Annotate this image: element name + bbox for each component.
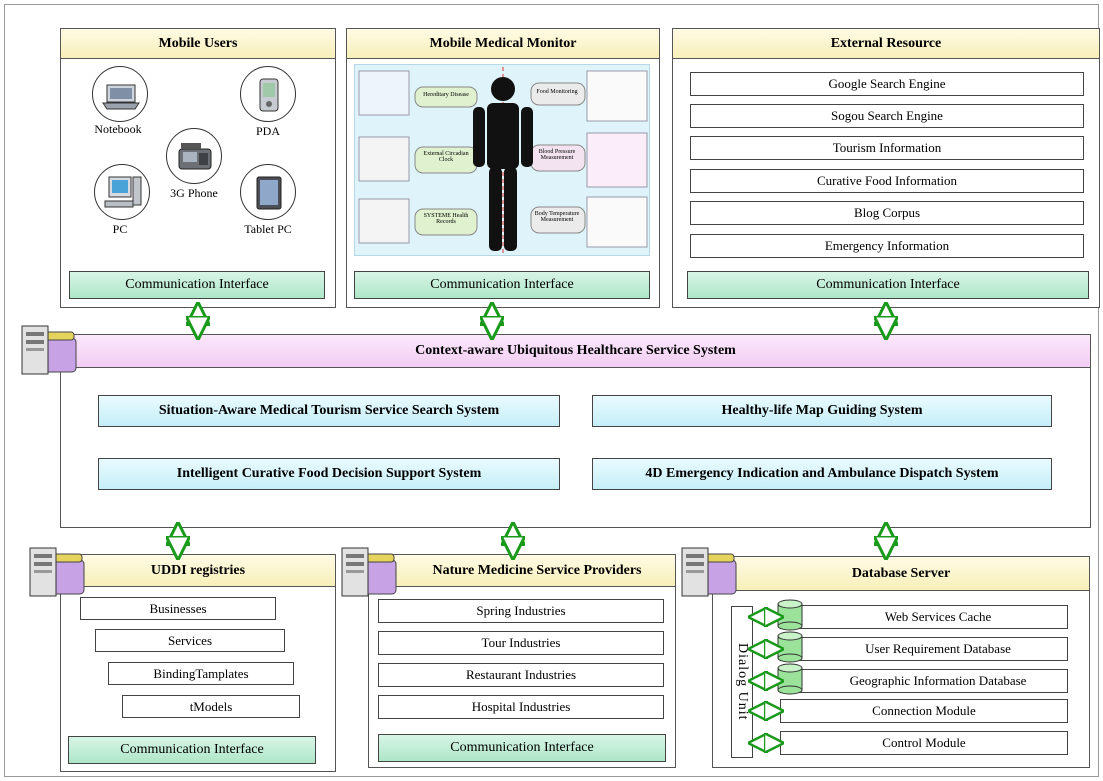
mobile-users-title: Mobile Users [61, 29, 335, 59]
uddi-comm-interface: Communication Interface [68, 736, 316, 764]
panel-label-circadian: External Circadian Clock [423, 151, 469, 163]
external-item: Tourism Information [690, 136, 1084, 160]
server-icon [341, 547, 397, 597]
subsystem-map-guiding: Healthy-life Map Guiding System [592, 395, 1052, 427]
nature-medicine-title: Nature Medicine Service Providers [369, 555, 675, 587]
uddi-item: tModels [122, 695, 300, 718]
db-item: Geographic Information Database [780, 669, 1068, 693]
external-item: Sogou Search Engine [690, 104, 1084, 128]
nature-medicine-comm-interface: Communication Interface [378, 734, 666, 762]
external-item: Emergency Information [690, 234, 1084, 258]
external-resource-comm-interface: Communication Interface [687, 271, 1089, 299]
dialog-unit: Dialog Unit [731, 606, 753, 758]
medical-monitor-title: Mobile Medical Monitor [347, 29, 659, 59]
panel-label-body-temperature: Body Temperature Measurement [534, 211, 580, 223]
external-item: Curative Food Information [690, 169, 1084, 193]
database-server-title: Database Server [713, 557, 1089, 591]
device-label-notebook: Notebook [94, 122, 142, 136]
panel-label-hereditary: Hereditary Disease [423, 92, 469, 98]
device-label-3g-phone: 3G Phone [170, 186, 218, 200]
3g-phone-icon [166, 128, 222, 184]
diagram-border [4, 4, 1099, 777]
external-item: Blog Corpus [690, 201, 1084, 225]
panel-label-health-records: SYSTEME Health Records [423, 213, 469, 225]
database-icon [777, 663, 803, 695]
dialog-unit-label: Dialog Unit [735, 643, 750, 721]
notebook-icon [92, 66, 148, 122]
nature-item: Spring Industries [378, 599, 664, 623]
uddi-item: Services [95, 629, 285, 652]
subsystem-medical-tourism: Situation-Aware Medical Tourism Service … [98, 395, 560, 427]
uddi-title: UDDI registries [61, 555, 335, 587]
medical-monitor-comm-interface: Communication Interface [354, 271, 650, 299]
server-icon [21, 325, 77, 375]
nature-item: Hospital Industries [378, 695, 664, 719]
pda-icon [240, 66, 296, 122]
db-item: Connection Module [780, 699, 1068, 723]
mobile-users-comm-interface: Communication Interface [69, 271, 325, 299]
device-label-pda: PDA [255, 124, 280, 138]
database-icon [777, 631, 803, 663]
uddi-item: Businesses [80, 597, 276, 620]
nature-item: Restaurant Industries [378, 663, 664, 687]
nature-medicine-box: Nature Medicine Service Providers [368, 554, 676, 768]
panel-label-blood-pressure: Blood Pressure Measurement [538, 149, 576, 161]
external-item: Google Search Engine [690, 72, 1084, 96]
device-label-pc: PC [112, 222, 128, 236]
core-system-title: Context-aware Ubiquitous Healthcare Serv… [60, 334, 1091, 368]
server-icon [29, 547, 85, 597]
device-label-tablet-pc: Tablet PC [244, 222, 292, 236]
database-icon [777, 599, 803, 631]
external-resource-title: External Resource [673, 29, 1099, 59]
tablet-pc-icon [240, 164, 296, 220]
pc-icon [94, 164, 150, 220]
panel-label-food-monitoring: Food Monitoring [536, 89, 578, 95]
subsystem-curative-food: Intelligent Curative Food Decision Suppo… [98, 458, 560, 490]
medical-monitor-illustration [354, 64, 650, 256]
server-icon [681, 547, 737, 597]
nature-item: Tour Industries [378, 631, 664, 655]
subsystem-emergency-dispatch: 4D Emergency Indication and Ambulance Di… [592, 458, 1052, 490]
uddi-item: BindingTamplates [108, 662, 294, 685]
db-item: User Requirement Database [780, 637, 1068, 661]
db-item: Web Services Cache [780, 605, 1068, 629]
database-cylinder-icons [777, 599, 803, 695]
